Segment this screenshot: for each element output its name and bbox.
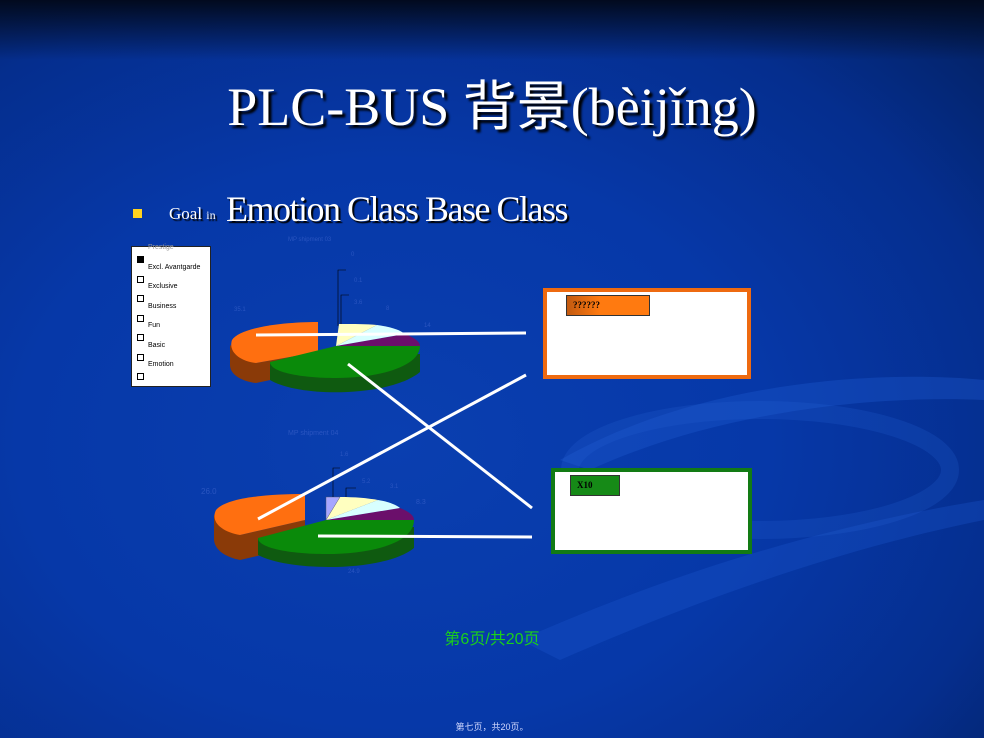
pie-chart-2: MP shipment 04 1.6 5.2 3.1 8.3 24.9 26.0 [201,430,426,575]
data-label: 0 [351,252,355,258]
data-label: 24.9 [348,569,360,575]
data-label: 3.1 [390,484,399,490]
legend-label: Fun [148,322,161,329]
legend-swatch [137,256,144,263]
connector-line [257,373,527,521]
legend-swatch [137,315,144,322]
orange-callout-box: ?????? [543,288,751,379]
green-tag: X10 [570,475,620,496]
legend-item [137,373,144,380]
pie-slice [336,334,420,346]
data-label: 14 [424,323,431,329]
connector-line [317,534,533,539]
data-label: 1.6 [340,452,349,458]
data-label: 5.2 [362,479,371,485]
bullet-text: Goal in [169,204,216,224]
legend-label: Emotion [148,361,174,368]
orange-tag: ?????? [566,295,650,316]
bullet-small: in [206,208,216,222]
leader-line [340,294,349,324]
data-label: 26.0 [201,487,217,496]
legend-swatch [137,334,144,341]
chart-legend: Prestige Excl. Avantgarde Exclusive Busi… [131,244,211,387]
legend-label: Exclusive [148,283,178,290]
data-label: 3.6 [354,300,363,306]
bullet-square-icon [133,209,142,218]
legend-item [137,334,144,341]
data-label: 8.3 [416,499,426,506]
slide-title: PLC-BUS 背景(bèijǐng) [227,77,757,137]
leader-line [332,467,340,497]
bullet-heading: Emotion Class Base Class [226,189,569,229]
chart-title: MP shipment 04 [288,430,339,437]
leader-line [337,269,346,326]
footer-text: 第七页，共20页。 [455,722,529,732]
pie-slice [326,500,400,520]
legend-item [137,295,144,302]
legend-item [137,256,144,263]
connector-line [255,331,527,337]
legend-swatch [137,295,144,302]
chart-title: MP shipment 03 [288,237,332,243]
legend-swatch [137,354,144,361]
leader-line [345,487,356,497]
legend-swatch [137,276,144,283]
pie-chart-1: MP shipment 03 0 0.1 3.6 8 14 35.1 [230,237,431,393]
legend-label: Prestige [148,244,174,251]
data-label: 35.1 [234,307,246,313]
legend-swatch [137,373,144,380]
pie-slice [325,496,341,521]
pie-slice [270,346,420,378]
pie-slice [231,322,318,363]
data-label: 0.1 [354,278,363,284]
bullet-prefix: Goal [169,204,203,223]
green-callout-box: X10 [551,468,752,554]
data-label: 8 [386,306,390,312]
legend-label: Business [148,303,177,310]
connector-line [347,362,533,510]
legend-item [137,276,144,283]
page-indicator: 第6页/共20页 [444,631,540,648]
legend-label: Excl. Avantgarde [148,264,201,271]
top-dark-fade [0,0,984,60]
pie-slice [326,497,378,520]
pie-slice [326,508,414,520]
legend-item [137,354,144,361]
legend-item [137,315,144,322]
legend-label: Basic [148,342,166,349]
